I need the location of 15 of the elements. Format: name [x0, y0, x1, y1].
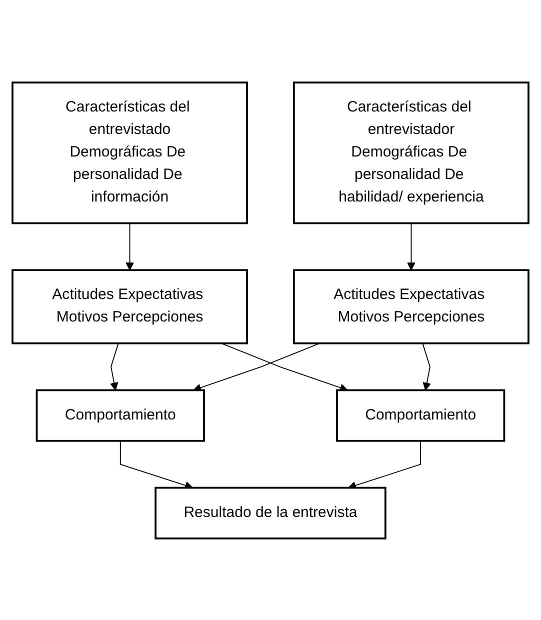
arrow: [422, 342, 431, 390]
arrow: [348, 440, 422, 489]
arrow: [110, 342, 119, 390]
node-box: Comportamiento: [36, 388, 205, 442]
node-box: Resultado de la entrevista: [154, 486, 386, 539]
node-box: Actitudes Expectativas Motivos Percepciones: [12, 268, 248, 344]
arrow: [220, 342, 348, 392]
arrow: [120, 440, 193, 489]
arrow: [126, 222, 134, 270]
arrow: [193, 342, 320, 392]
node-box: Características del entrevistado Demográficas De personalidad De información: [12, 81, 248, 224]
node-box: Comportamiento: [336, 388, 506, 442]
arrow: [407, 222, 416, 270]
node-box: Actitudes Expectativas Motivos Percepciones: [293, 268, 530, 344]
node-box: Características del entrevistador Demográficas De personalidad De habilidad/ experiencia: [293, 81, 530, 224]
